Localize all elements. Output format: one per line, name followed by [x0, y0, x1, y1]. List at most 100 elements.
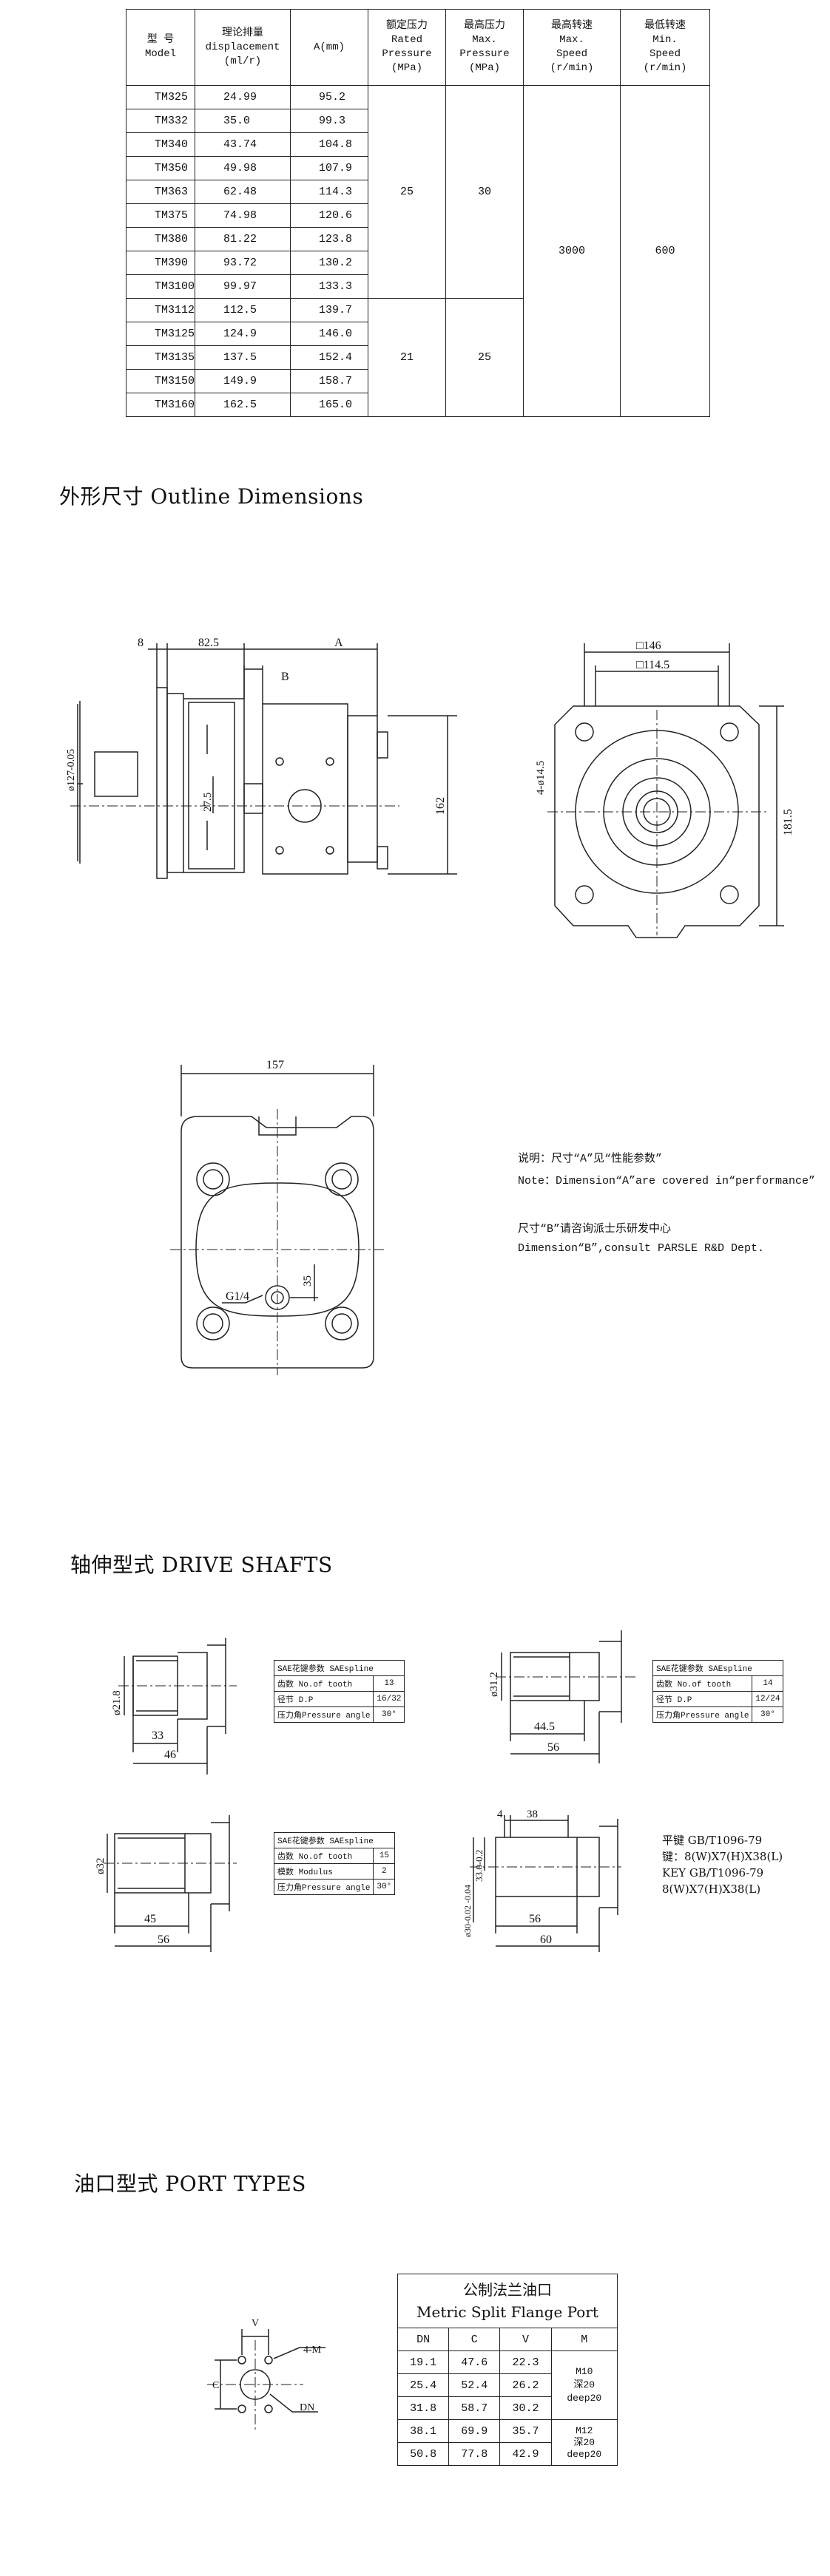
cell-model: TM3160 [125, 393, 196, 417]
cell-model: TM375 [125, 203, 196, 228]
port-dim-c: C [212, 2380, 219, 2391]
cell-a: 146.0 [290, 322, 369, 346]
table-row: TM325 24.99 95.2 25 30 3000 600 [125, 85, 710, 417]
cell-displacement: 99.97 [195, 274, 291, 299]
cell-a: 104.8 [290, 132, 369, 157]
dim-b: B [281, 671, 289, 683]
cell-max-pressure: 25 [445, 298, 524, 417]
port-cell: 69.9 [448, 2419, 501, 2443]
cell-displacement: 93.72 [195, 251, 291, 275]
cell-a: 120.6 [290, 203, 369, 228]
dim-157: 157 [266, 1059, 284, 1071]
key-line: 键：8(W)X7(H)X38(L) [662, 1850, 783, 1863]
spline-value: 2 [373, 1863, 396, 1880]
port-cell: 42.9 [499, 2442, 552, 2466]
spline-label: 齿数 No.of tooth [273, 1675, 374, 1692]
shaft-3-drawing [104, 1815, 237, 1952]
cell-displacement: 62.48 [195, 180, 291, 204]
cell-model: TM380 [125, 227, 196, 251]
section-title-shafts: 轴伸型式 DRIVE SHAFTS [70, 1553, 333, 1577]
spline-value: 30° [752, 1706, 784, 1723]
cell-model: TM363 [125, 180, 196, 204]
spline-value: 12/24 [752, 1691, 784, 1707]
key-line: KEY GB/T1096-79 [662, 1866, 764, 1880]
table-row: TM3112 112.5 139.7 21 25 [125, 298, 710, 417]
dim-8: 8 [138, 637, 144, 649]
spline-value: 13 [373, 1675, 405, 1692]
spline-value: 15 [373, 1848, 396, 1864]
shaft4-dia30: ø30-0.02 -0.04 [462, 1885, 473, 1937]
cell-model: TM325 [125, 85, 196, 109]
cell-displacement: 149.9 [195, 369, 291, 393]
port-cell: 31.8 [397, 2396, 450, 2420]
cell-a: 130.2 [290, 251, 369, 275]
shaft4-key-spec: 平键 GB/T1096-79 键：8(W)X7(H)X38(L) KEY GB/… [662, 1832, 783, 1897]
dim-dia-127: ø127-0.05 [66, 749, 77, 791]
port-header-row: DN C V M [397, 2328, 618, 2351]
cell-max-speed: 3000 [523, 85, 621, 417]
note-a-cn: 说明：尺寸“A”见“性能参数” [518, 1153, 663, 1165]
spline-label: 模数 Modulus [273, 1863, 374, 1880]
port-cell: 22.3 [499, 2350, 552, 2374]
dim-162: 162 [434, 797, 447, 815]
shaft-4-drawing [470, 1815, 621, 1952]
shaft4-h33: 33.0-0.2 [473, 1850, 485, 1882]
port-cell: 35.7 [499, 2419, 552, 2443]
shaft2-dia: ø31.2 [488, 1672, 500, 1697]
spline-value: 30° [373, 1879, 396, 1895]
spline-title: SAE花键参数 SAEspline [652, 1660, 784, 1676]
port-cell: 25.4 [397, 2373, 450, 2397]
note-b-cn: 尺寸“B”请咨询派士乐研发中心 [518, 1223, 672, 1236]
spline-label: 压力角Pressure angle [273, 1706, 374, 1723]
spline-value: 14 [752, 1675, 784, 1692]
cell-model: TM3125 [125, 322, 196, 346]
cell-model: TM3150 [125, 369, 196, 393]
cell-model: TM332 [125, 109, 196, 133]
spline-label: 压力角Pressure angle [273, 1879, 374, 1895]
note-b-en: Dimension“B”,consult PARSLE R&D Dept. [518, 1242, 765, 1255]
pump-rear-view [170, 1065, 385, 1375]
dim-35: 35 [302, 1275, 314, 1287]
cell-displacement: 137.5 [195, 345, 291, 370]
spline-title: SAE花键参数 SAEspline [273, 1832, 396, 1848]
spline-label: 齿数 No.of tooth [273, 1848, 374, 1864]
shaft1-dia: ø21.8 [111, 1690, 123, 1715]
key-line: 8(W)X7(H)X38(L) [662, 1882, 761, 1896]
port-cell: 30.2 [499, 2396, 552, 2420]
cell-model: TM3100 [125, 274, 196, 299]
spline-title: SAE花键参数 SAEspline [273, 1660, 405, 1676]
cell-a: 99.3 [290, 109, 369, 133]
port-diagram [207, 2329, 325, 2433]
shaft4-d4: 4 [497, 1809, 503, 1820]
port-cell: 26.2 [499, 2373, 552, 2397]
cell-displacement: 24.99 [195, 85, 291, 109]
port-cell: 19.1 [397, 2350, 450, 2374]
cell-a: 114.3 [290, 180, 369, 204]
cell-a: 165.0 [290, 393, 369, 417]
dim-181-5: 181.5 [782, 809, 794, 835]
key-line: 平键 GB/T1096-79 [662, 1834, 763, 1847]
port-header: DN [397, 2328, 450, 2351]
port-header: C [448, 2328, 501, 2351]
pump-side-view [70, 643, 457, 879]
shaft3-dia: ø32 [95, 1858, 107, 1875]
dim-a: A [334, 637, 343, 649]
